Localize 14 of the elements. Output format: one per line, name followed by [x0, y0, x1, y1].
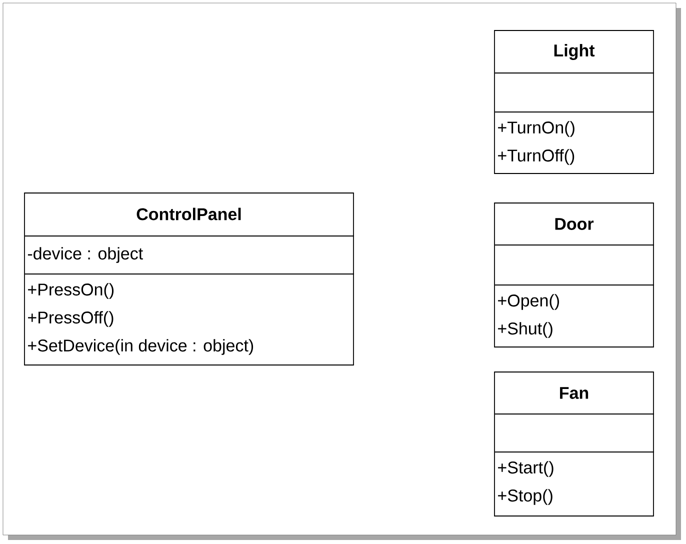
class-name: Fan: [560, 387, 588, 399]
method-text: +PressOn(): [28, 283, 114, 299]
method-text: +Shut(): [498, 322, 552, 338]
class-name: Light: [554, 44, 595, 60]
method-text: +PressOff(): [28, 311, 114, 327]
method-text: +SetDevice(in device : object): [28, 339, 254, 355]
method-text: +TurnOff(): [498, 149, 574, 165]
method-text: +Start(): [498, 461, 554, 477]
method-text: +TurnOn(): [498, 121, 574, 137]
method-text: +Open(): [498, 294, 559, 310]
method-text: +Stop(): [498, 489, 552, 505]
class-name: Door: [555, 218, 594, 230]
attribute-text: -device : object: [28, 247, 143, 263]
class-name: ControlPanel: [136, 208, 241, 220]
